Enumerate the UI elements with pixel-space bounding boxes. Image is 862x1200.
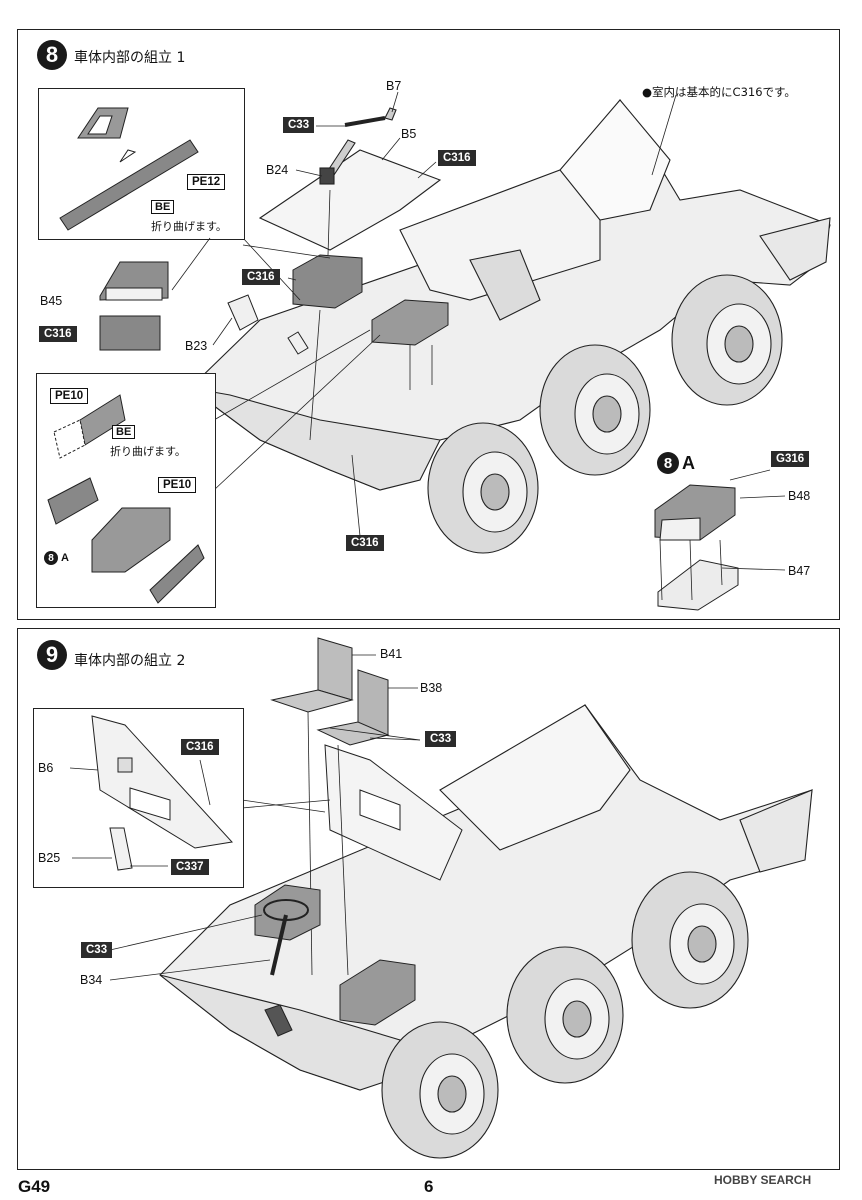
label-b47: B47 <box>788 564 811 578</box>
step-8-badge: 8 <box>37 40 67 70</box>
tag-be-b: BE <box>112 425 136 439</box>
tag-c316-b6: C316 <box>181 739 219 755</box>
tag-c316-mid: C316 <box>242 269 280 285</box>
sub-8a-badge: 8 A <box>657 452 695 474</box>
wheel-front <box>427 422 539 554</box>
page-number: 6 <box>424 1177 434 1196</box>
label-b45: B45 <box>40 294 63 308</box>
pe10-drawing <box>47 394 205 604</box>
label-b25: B25 <box>38 851 61 865</box>
tag-c33-seat: C33 <box>425 731 457 747</box>
label-b6: B6 <box>38 761 54 775</box>
label-b48: B48 <box>788 489 811 503</box>
tag-c337: C337 <box>171 859 209 875</box>
tag-g316: G316 <box>771 451 810 467</box>
tag-pe10-a: PE10 <box>50 388 89 404</box>
tag-c33-wheel: C33 <box>81 942 113 958</box>
tag-pe10-b: PE10 <box>158 477 197 493</box>
step-9-badge: 9 <box>37 640 67 670</box>
step-9-title: 車体内部の組立 2 <box>74 653 186 669</box>
sub-8a-drawing <box>654 469 786 611</box>
pe12-drawing <box>59 107 199 231</box>
page-code: G49 <box>18 1177 51 1196</box>
fold-note-a: 折り曲げます。 <box>151 220 227 233</box>
interior-color-note: ●室内は基本的にC316です。 <box>642 85 796 99</box>
label-b24: B24 <box>266 163 289 177</box>
label-b23: B23 <box>185 339 208 353</box>
wheel-middle <box>539 344 651 476</box>
ref-8a-badge: 8 A <box>44 551 69 565</box>
tag-c316-top: C316 <box>438 150 476 166</box>
label-b5: B5 <box>401 127 417 141</box>
tag-c33: C33 <box>283 117 315 133</box>
tag-c316-bottom: C316 <box>346 535 384 551</box>
wheel-rear <box>671 274 783 406</box>
b45-drawing <box>99 237 211 351</box>
label-b7: B7 <box>386 79 402 93</box>
tag-be-a: BE <box>151 200 175 214</box>
tag-c316-b45: C316 <box>39 326 77 342</box>
label-b34: B34 <box>80 973 103 987</box>
label-b41: B41 <box>380 647 403 661</box>
hobby-search-watermark: HOBBY SEARCH <box>714 1173 812 1187</box>
step-8-vehicle-drawing <box>189 91 831 554</box>
label-b38: B38 <box>420 681 443 695</box>
step-8-title: 車体内部の組立 1 <box>74 50 186 66</box>
fold-note-b: 折り曲げます。 <box>110 445 186 458</box>
tag-pe12: PE12 <box>187 174 226 190</box>
